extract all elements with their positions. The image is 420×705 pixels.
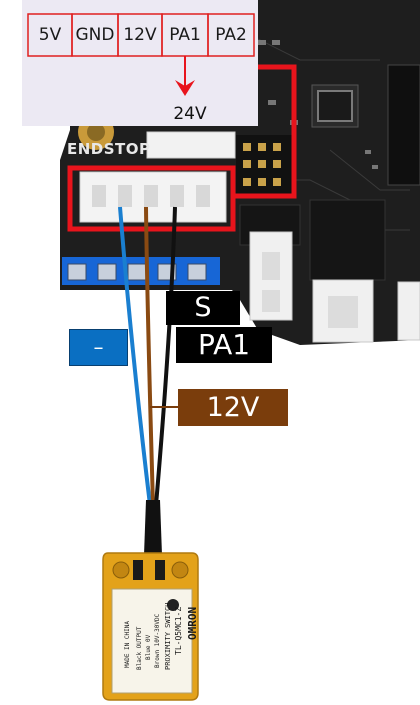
negative-tag: – (69, 329, 128, 366)
upper-connector (146, 131, 236, 159)
signal-tag-line1: S (166, 291, 240, 325)
sensor-type: PROXIMITY SWITCH (164, 602, 172, 670)
pin-label-panel (22, 0, 258, 126)
endstop-pins (92, 185, 210, 207)
sensor-cable (144, 500, 162, 555)
brown-wire (144, 206, 155, 506)
sensor-screw-hole (171, 561, 189, 579)
mount-hole-inner (87, 123, 105, 141)
black-wire (154, 206, 177, 506)
sensor-screw-hole (112, 561, 130, 579)
pin-label-pa1: PA1 (169, 25, 201, 45)
sensor-slots (133, 560, 165, 580)
power-tag: 12V (178, 389, 288, 426)
sensor-label-plate (111, 588, 193, 694)
sensor-origin: MADE IN CHINA (124, 621, 131, 668)
jumper-voltage-label: 24V (173, 104, 207, 124)
jumper-highlight (235, 64, 297, 199)
sensor-black: Black OUTPUT (136, 626, 143, 670)
sensor-blue: Blue 0V (145, 634, 152, 660)
sensor-model: TL-Q5MC1-Z (174, 606, 183, 655)
signal-tag-line2: PA1 (176, 327, 272, 363)
arrow-head-icon (175, 80, 195, 96)
blue-wire (118, 206, 152, 506)
pin-label-gnd: GND (75, 25, 115, 45)
connector-highlight (67, 165, 236, 232)
pin-label-pa2: PA2 (215, 25, 247, 45)
sensor-brand: OMRON (186, 606, 199, 640)
pin-label-12v: 12V (123, 25, 157, 45)
mcu-chip (387, 64, 420, 186)
pin-label-5v: 5V (38, 25, 62, 45)
header-pins (236, 135, 386, 281)
jst-connectors (249, 231, 420, 343)
sensor-led (167, 599, 179, 611)
sensor-voltage: Brown 10V-30VDC (154, 613, 161, 668)
chip-inner (317, 90, 353, 122)
endstop-board-label: ENDSTOP (67, 140, 151, 158)
